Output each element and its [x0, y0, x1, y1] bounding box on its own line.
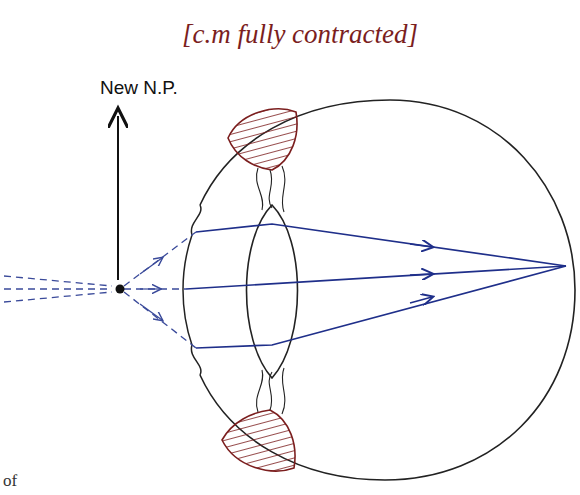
diagram-title: [c.m fully contracted]	[182, 20, 418, 50]
text-fragment: of	[3, 472, 17, 491]
near-point-label: New N.P.	[100, 78, 178, 99]
